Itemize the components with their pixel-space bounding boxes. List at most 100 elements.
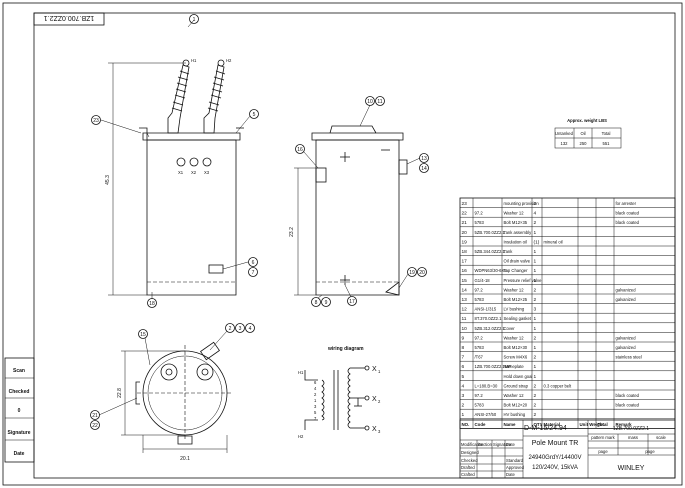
bom-cell: 8 [462, 345, 465, 351]
bom-cell: 5783 [475, 345, 485, 350]
bom-header: Unit Weight [580, 422, 605, 427]
bom-cell: ANSI-27/50 [475, 412, 497, 417]
x1-label: X1 [178, 170, 184, 175]
svg-text:2: 2 [378, 399, 381, 404]
spec-voltage: 24940GrdY/14400V [528, 455, 581, 461]
wiring-diagram: wiring diagram H1 H2 6 4 2 1 3 5 7 X 1 X… [298, 346, 381, 439]
x3-label: X3 [204, 170, 210, 175]
bom-cell: (1) [534, 239, 540, 245]
title-text: Pole Mount TR [532, 440, 579, 447]
front-height-dim: 45.3 [105, 175, 111, 185]
svg-text:551: 551 [603, 141, 611, 146]
bom-cell: 1 [534, 249, 537, 255]
bom-cell: black coated [616, 220, 640, 225]
sec-x2: X [372, 396, 377, 403]
callout-7: 7 [248, 267, 258, 277]
bom-cell: galvanized [616, 335, 637, 340]
bom-cell: black coated [616, 393, 640, 398]
bom-header: NO. [462, 422, 470, 427]
bom-cell: 3 [534, 307, 537, 313]
bom-cell: 1 [534, 345, 537, 351]
front-h2-label: H2 [226, 58, 232, 63]
bom-cell: 2 [534, 383, 537, 389]
top-lv-bushing-icon [200, 341, 220, 361]
bom-header: QTY [534, 422, 543, 427]
bom-cell: Hold down goal [504, 374, 533, 379]
bom-cell: for arrester [616, 201, 637, 206]
bom-cell: 2 [534, 412, 537, 418]
bom-header: Material [544, 422, 561, 427]
bom-cell: 2 [534, 355, 537, 361]
callout-3: 3 [235, 323, 245, 333]
bom-cell: galvanized [616, 297, 637, 302]
bom-cell: 1 [462, 412, 465, 418]
callout-19: 19 [398, 267, 417, 289]
svg-text:Checked: Checked [461, 458, 478, 463]
inner-border [33, 12, 676, 479]
bom-cell: 97.2 [475, 211, 484, 216]
bom-cell: 5 [462, 374, 465, 380]
x1-terminal-icon [176, 157, 186, 167]
svg-text:2: 2 [229, 326, 232, 332]
bom-cell: Screw M4X6 [504, 355, 528, 360]
svg-text:9: 9 [325, 300, 328, 306]
bom-cell: Sealing gasket [504, 316, 532, 321]
bom-cell: 5783 [475, 220, 485, 225]
bom-cell: black coated [616, 403, 640, 408]
svg-text:Untanked: Untanked [555, 131, 574, 136]
svg-text:Oil: Oil [580, 131, 585, 136]
svg-text:19: 19 [409, 270, 415, 276]
callout-18: 18 [147, 292, 157, 308]
title-block: D-M-15/24.94 1ZB.700.0ZZ2.1 Pole Mount T… [459, 419, 676, 479]
callout-16: 16 [295, 144, 319, 169]
front-cover [142, 132, 241, 141]
bom-cell: 2 [534, 335, 537, 341]
svg-text:mass: mass [628, 435, 638, 440]
svg-text:Drafted: Drafted [461, 465, 475, 470]
sheet-id: 1ZB.700.0ZZ2.1 [44, 14, 95, 21]
top-hv-bushing-icon [160, 363, 178, 381]
bom-cell: 4 [462, 383, 465, 389]
callout-2: 2 [209, 323, 235, 351]
svg-text:17: 17 [349, 299, 355, 305]
svg-text:7: 7 [252, 270, 255, 276]
bom-cell: 2 [462, 403, 465, 409]
bom-header: Name [504, 422, 517, 427]
callout-5: 5 [235, 109, 259, 134]
bom-cell: 97.2 [475, 393, 484, 398]
bom-cell: 16 [462, 268, 468, 274]
bom-cell: WDPN63/30-6X5 [475, 268, 508, 273]
svg-text:Date: Date [506, 472, 516, 477]
bom-cell: 5783 [475, 403, 485, 408]
bom-cell: LV bushing [504, 307, 525, 312]
bom-header: Total [598, 422, 608, 427]
hv-bushing-right [203, 59, 226, 134]
front-h1-label: H1 [191, 58, 197, 63]
callout-1: 1 [187, 14, 199, 28]
strip-checked: Checked [9, 389, 30, 395]
top-depth-dim: 22.8 [117, 388, 123, 398]
bom-cell: 5ZB.312.0ZZ2.1 [475, 326, 506, 331]
bom-cell: 10 [462, 326, 468, 332]
bom-cell: 1 [534, 259, 537, 265]
svg-text:10: 10 [367, 99, 373, 105]
bom-cell: Washer 12 [504, 211, 525, 216]
callout-21: 21 [90, 397, 138, 420]
svg-text:250: 250 [580, 141, 588, 146]
bom-cell: Tap Changer [504, 268, 529, 273]
side-cover [311, 132, 404, 141]
callout-6: 6 [222, 257, 258, 270]
sec-x3: X [372, 426, 377, 433]
sec-x1: X [372, 366, 377, 373]
bom-cell: /T67 [475, 355, 484, 360]
bom-cell: Tank [504, 249, 514, 254]
top-view: 22.8 20.1 [117, 341, 233, 462]
svg-text:Designed: Designed [461, 450, 479, 455]
bom-cell: Pressure relief valve [504, 278, 543, 283]
svg-text:14: 14 [421, 166, 427, 172]
bom-cell: 2 [534, 287, 537, 293]
bom-cell: 1 [534, 364, 537, 370]
callout-22: 22 [90, 420, 100, 430]
bom-cell: 12 [462, 307, 468, 313]
